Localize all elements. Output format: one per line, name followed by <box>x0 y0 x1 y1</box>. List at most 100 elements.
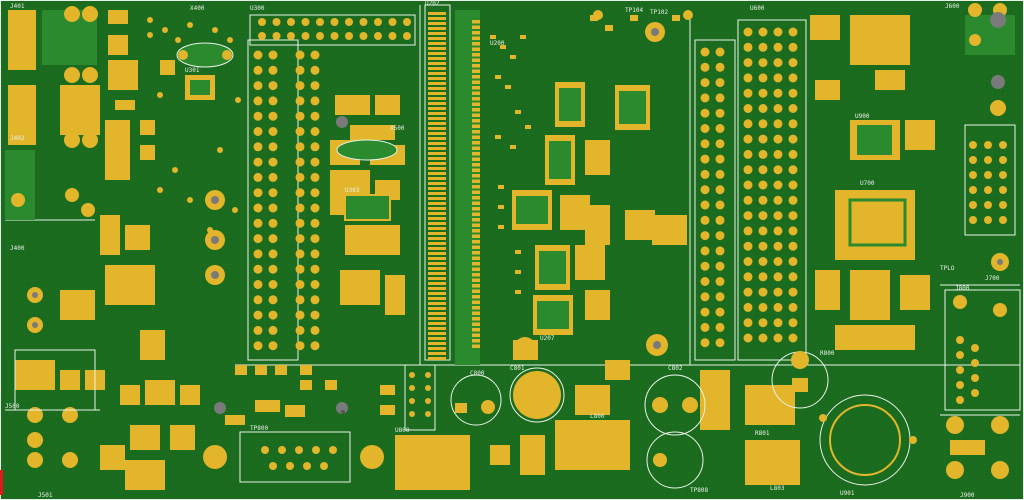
pin <box>969 186 977 194</box>
pin <box>428 357 446 360</box>
pin <box>295 50 305 60</box>
pin <box>388 18 397 26</box>
label-j700: J700 <box>985 275 1000 282</box>
cap-c801: C801 <box>509 365 565 423</box>
pin <box>472 174 480 178</box>
label-j501: J501 <box>38 492 53 499</box>
pin <box>330 18 339 26</box>
pin <box>788 272 798 282</box>
board-edge-marker <box>0 470 3 495</box>
pin <box>295 325 305 335</box>
pin <box>999 141 1007 149</box>
cap-c802: C802 <box>644 365 706 489</box>
connector-db9 <box>203 431 384 483</box>
pin <box>253 111 263 121</box>
pin <box>773 287 783 297</box>
edge-pins <box>428 12 446 360</box>
pin <box>472 339 480 343</box>
pin <box>295 203 305 213</box>
pin <box>472 234 480 238</box>
pin <box>969 156 977 164</box>
pin <box>788 134 798 144</box>
pin <box>472 223 480 227</box>
pin <box>472 113 480 117</box>
pin <box>428 252 446 255</box>
pin <box>700 93 710 103</box>
pin <box>773 27 783 37</box>
pin <box>472 295 480 299</box>
connector-j403: J400 <box>5 150 95 252</box>
pin <box>428 177 446 180</box>
label-j400: J400 <box>10 245 25 252</box>
pin <box>310 295 320 305</box>
pin <box>743 287 753 297</box>
pin <box>310 188 320 198</box>
pin <box>472 42 480 46</box>
pin <box>715 277 725 286</box>
pin <box>428 97 446 100</box>
pin <box>472 207 480 211</box>
pin <box>788 318 798 328</box>
pin <box>472 212 480 216</box>
pin <box>253 325 263 335</box>
pin <box>788 241 798 251</box>
pin <box>310 50 320 60</box>
pin <box>428 172 446 175</box>
pin <box>999 186 1007 194</box>
pin <box>700 154 710 164</box>
left-components <box>60 10 175 360</box>
center-chip-bodies <box>516 88 646 329</box>
pin <box>773 42 783 52</box>
left-vias <box>147 17 241 233</box>
pin <box>345 18 353 26</box>
pin <box>773 195 783 205</box>
label-tplo: TPLO <box>940 265 955 272</box>
pin <box>428 267 446 270</box>
pin <box>700 62 710 72</box>
pin <box>969 141 977 149</box>
pin <box>272 18 281 26</box>
pin <box>310 111 320 121</box>
pin <box>316 32 324 40</box>
pin <box>758 211 768 221</box>
pin <box>295 341 305 351</box>
pin <box>700 108 710 118</box>
pin <box>472 251 480 255</box>
pin <box>428 322 446 325</box>
pin <box>743 180 753 190</box>
pin <box>310 203 320 213</box>
pin <box>295 111 305 121</box>
pin <box>359 32 368 40</box>
pin <box>743 318 753 328</box>
pin <box>253 249 263 259</box>
pin <box>472 152 480 156</box>
pin <box>472 278 480 282</box>
pin <box>472 75 480 79</box>
pin <box>758 134 768 144</box>
pin <box>743 165 753 175</box>
pin <box>253 65 263 75</box>
pin <box>268 96 278 106</box>
pin <box>758 302 768 312</box>
pin <box>472 300 480 304</box>
pin <box>969 171 977 179</box>
pin <box>472 328 480 332</box>
label-u800: U800 <box>395 427 410 434</box>
pin <box>788 42 798 52</box>
pin <box>253 234 263 244</box>
pin <box>715 154 725 164</box>
pin <box>428 152 446 155</box>
connector-j402: J402 <box>8 85 100 148</box>
pin <box>743 302 753 312</box>
pin <box>428 147 446 150</box>
pin <box>428 132 446 135</box>
pin <box>428 347 446 350</box>
pin <box>428 142 446 145</box>
pin <box>253 188 263 198</box>
pin <box>388 32 397 40</box>
pin <box>428 262 446 265</box>
pin <box>743 73 753 83</box>
pin <box>472 322 480 326</box>
pin <box>310 234 320 244</box>
pin <box>472 58 480 62</box>
